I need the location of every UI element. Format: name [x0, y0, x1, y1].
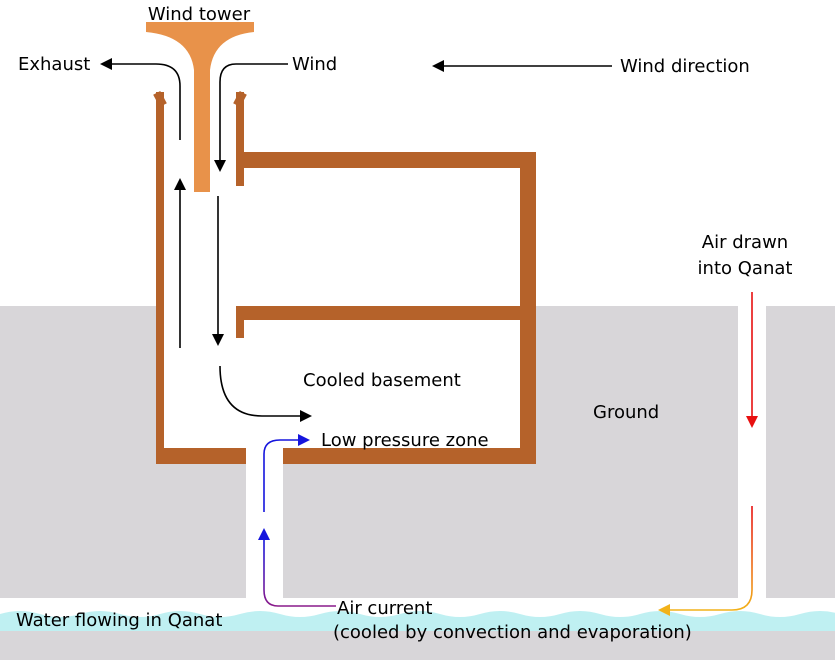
qanat-tunnel-arrow	[670, 506, 753, 611]
wall-left	[156, 92, 164, 462]
building-walls	[153, 90, 536, 464]
label-water-flowing: Water flowing in Qanat	[16, 610, 222, 631]
label-air-current-line2: (cooled by convection and evaporation)	[333, 622, 692, 643]
label-wind-direction: Wind direction	[620, 56, 750, 77]
qanat-water	[0, 611, 835, 631]
label-cooled-basement: Cooled basement	[303, 370, 461, 391]
exhaust-arrow-head	[100, 58, 112, 70]
wall-left-top-diagonal	[153, 90, 167, 108]
exhaust-curve-arrow	[112, 63, 181, 140]
wind-inlet-arrow	[219, 63, 288, 160]
wall-inner-shaft	[236, 92, 244, 186]
wall-inner-top-diagonal	[233, 90, 247, 108]
building-interior	[158, 306, 528, 456]
shaft-down-arrow-head	[212, 334, 224, 346]
label-ground: Ground	[593, 402, 659, 423]
air-current-arrow-head	[258, 528, 270, 540]
inlet-up-arrow	[263, 439, 298, 512]
label-exhaust: Exhaust	[18, 54, 90, 75]
basement-curve-arrow-head	[300, 410, 312, 422]
wall-floor-divider	[236, 306, 536, 320]
inlet-up-arrow-head	[298, 434, 310, 446]
wind-inlet-arrow-head	[214, 160, 226, 172]
exhaust-up-arrow-head	[174, 178, 186, 190]
qanat-tunnel-arrow-head	[658, 604, 670, 616]
airflow-arrows	[112, 63, 612, 417]
arrow-heads	[100, 58, 444, 422]
label-air-drawn-line1: Air drawn	[702, 232, 788, 253]
label-air-current-line1: Air current	[337, 598, 432, 619]
basement-curve-arrow	[219, 365, 300, 417]
label-low-pressure-zone: Low pressure zone	[321, 430, 489, 451]
qanat-air-down-arrow-head	[746, 416, 758, 428]
wall-floor-divider-stub	[236, 306, 244, 338]
wall-basement-floor-left	[156, 448, 246, 464]
air-current-arrow	[263, 540, 336, 607]
wall-basement-floor-right	[283, 448, 536, 464]
label-wind-tower: Wind tower	[148, 4, 251, 25]
wall-roof	[236, 152, 536, 168]
label-wind: Wind	[292, 54, 337, 75]
label-air-drawn-line2: into Qanat	[698, 258, 793, 279]
wind-tower	[146, 22, 254, 192]
wind-direction-arrow-head	[432, 60, 444, 72]
